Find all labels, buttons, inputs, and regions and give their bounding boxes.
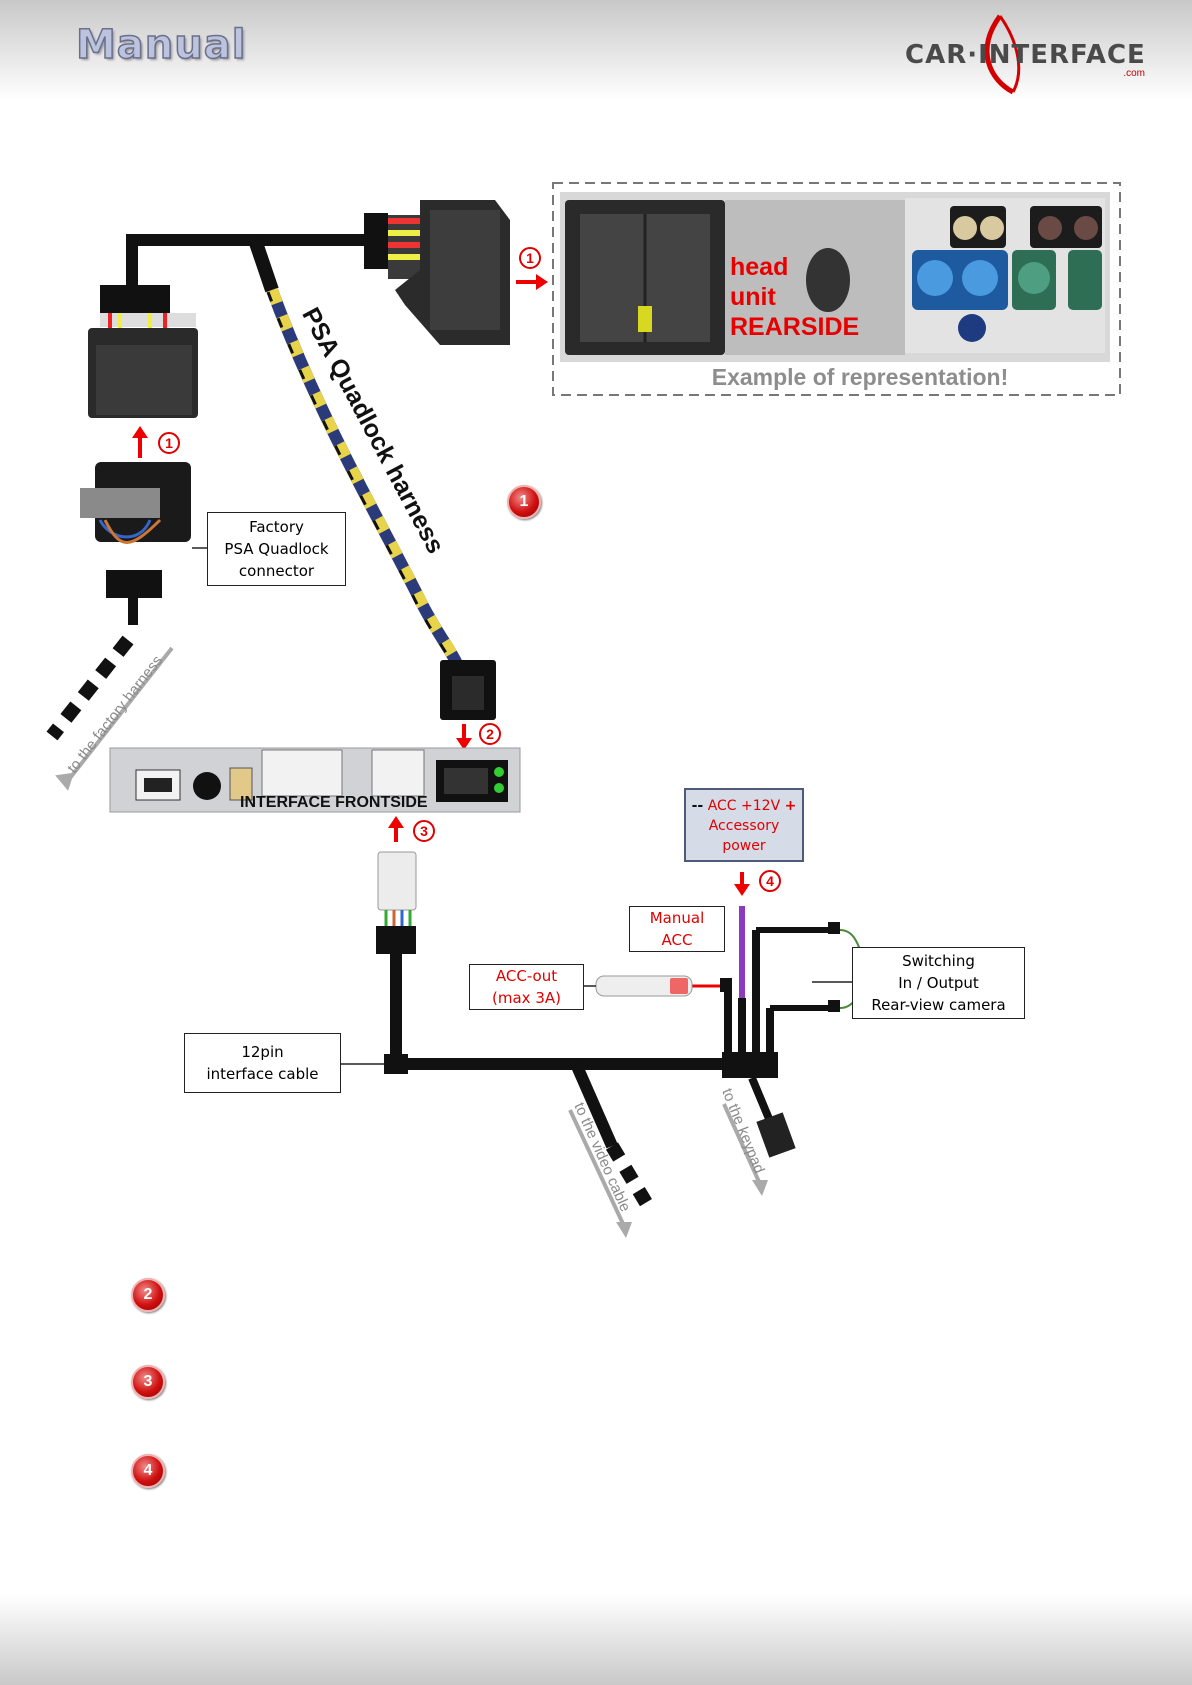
brand-logo: CAR·INTERFACE .com [905,10,1151,100]
psa-harness-wire [266,287,496,720]
factory-plug-top [88,285,198,418]
12pin-cable [341,851,740,1074]
manual-acc-line: ACC [661,931,693,949]
head-unit-label: head unit REARSIDE [730,252,859,342]
quadlock-plug-headunit [388,200,510,345]
keypad-arrow [722,1103,762,1185]
factory-harness-dashed [46,635,134,741]
interface-label: INTERFACE FRONTSIDE [240,794,428,811]
acc-power-line3: power [722,838,766,854]
step-marker-1-factory: 1 [158,432,180,454]
interface-device [109,747,521,813]
step-badge-4: 4 [131,1454,165,1488]
factory-connector-photo [80,462,208,625]
switching-line: Rear-view camera [871,996,1006,1014]
switching-line: Switching [902,952,975,970]
factory-connector-line: Factory [249,518,304,536]
minus-icon: -- [691,798,704,814]
step-badge-1: 1 [507,485,541,519]
logo-text: CAR·INTERFACE [905,40,1146,70]
switching-label: Switching In / Output Rear-view camera [852,947,1025,1019]
acc-power-line1: -- ACC +12V + [686,796,802,816]
video-cable-arrow [568,1109,626,1227]
12pin-cable-line: 12pin [241,1043,284,1061]
step-marker-1-headunit: 1 [519,247,541,269]
step-marker-4: 4 [759,870,781,892]
manual-acc-line: Manual [649,909,705,927]
manual-acc-label: Manual ACC [629,906,725,952]
factory-connector-label: Factory PSA Quadlock connector [207,512,346,586]
head-unit-label-line: head [730,253,789,281]
acc-out-line: ACC-out [495,967,558,985]
head-unit-label-line: unit [730,283,776,311]
acc-power-line2: Accessory [708,818,780,834]
acc-power-text: ACC +12V [707,798,781,814]
step-marker-2: 2 [479,723,501,745]
head-unit-photo [560,192,1110,362]
page-header [0,0,1192,100]
plus-icon: + [784,798,797,814]
factory-connector-line: PSA Quadlock [224,540,329,558]
switching-line: In / Output [898,974,979,992]
acc-junction [584,906,871,1078]
acc-out-label: ACC-out (max 3A) [469,964,584,1010]
page-footer [0,1595,1192,1685]
12pin-cable-label: 12pin interface cable [184,1033,341,1093]
logo-swoosh-icon [984,14,1021,95]
step-badge-3: 3 [131,1365,165,1399]
head-unit-label-line: REARSIDE [730,313,860,341]
logo-suffix: .com [1123,68,1145,79]
example-frame [552,182,1121,396]
page-title: Manual [75,21,247,69]
factory-connector-line: connector [238,562,315,580]
12pin-cable-line: interface cable [206,1065,319,1083]
step-marker-3: 3 [413,820,435,842]
step-badge-2: 2 [131,1278,165,1312]
acc-power-box: -- ACC +12V + Accessory power [684,788,804,862]
video-cable-branch [570,1061,618,1149]
example-caption: Example of representation! [711,364,1009,390]
acc-out-line: (max 3A) [492,989,561,1007]
factory-harness-arrow [68,646,174,780]
main-cable [126,213,388,300]
